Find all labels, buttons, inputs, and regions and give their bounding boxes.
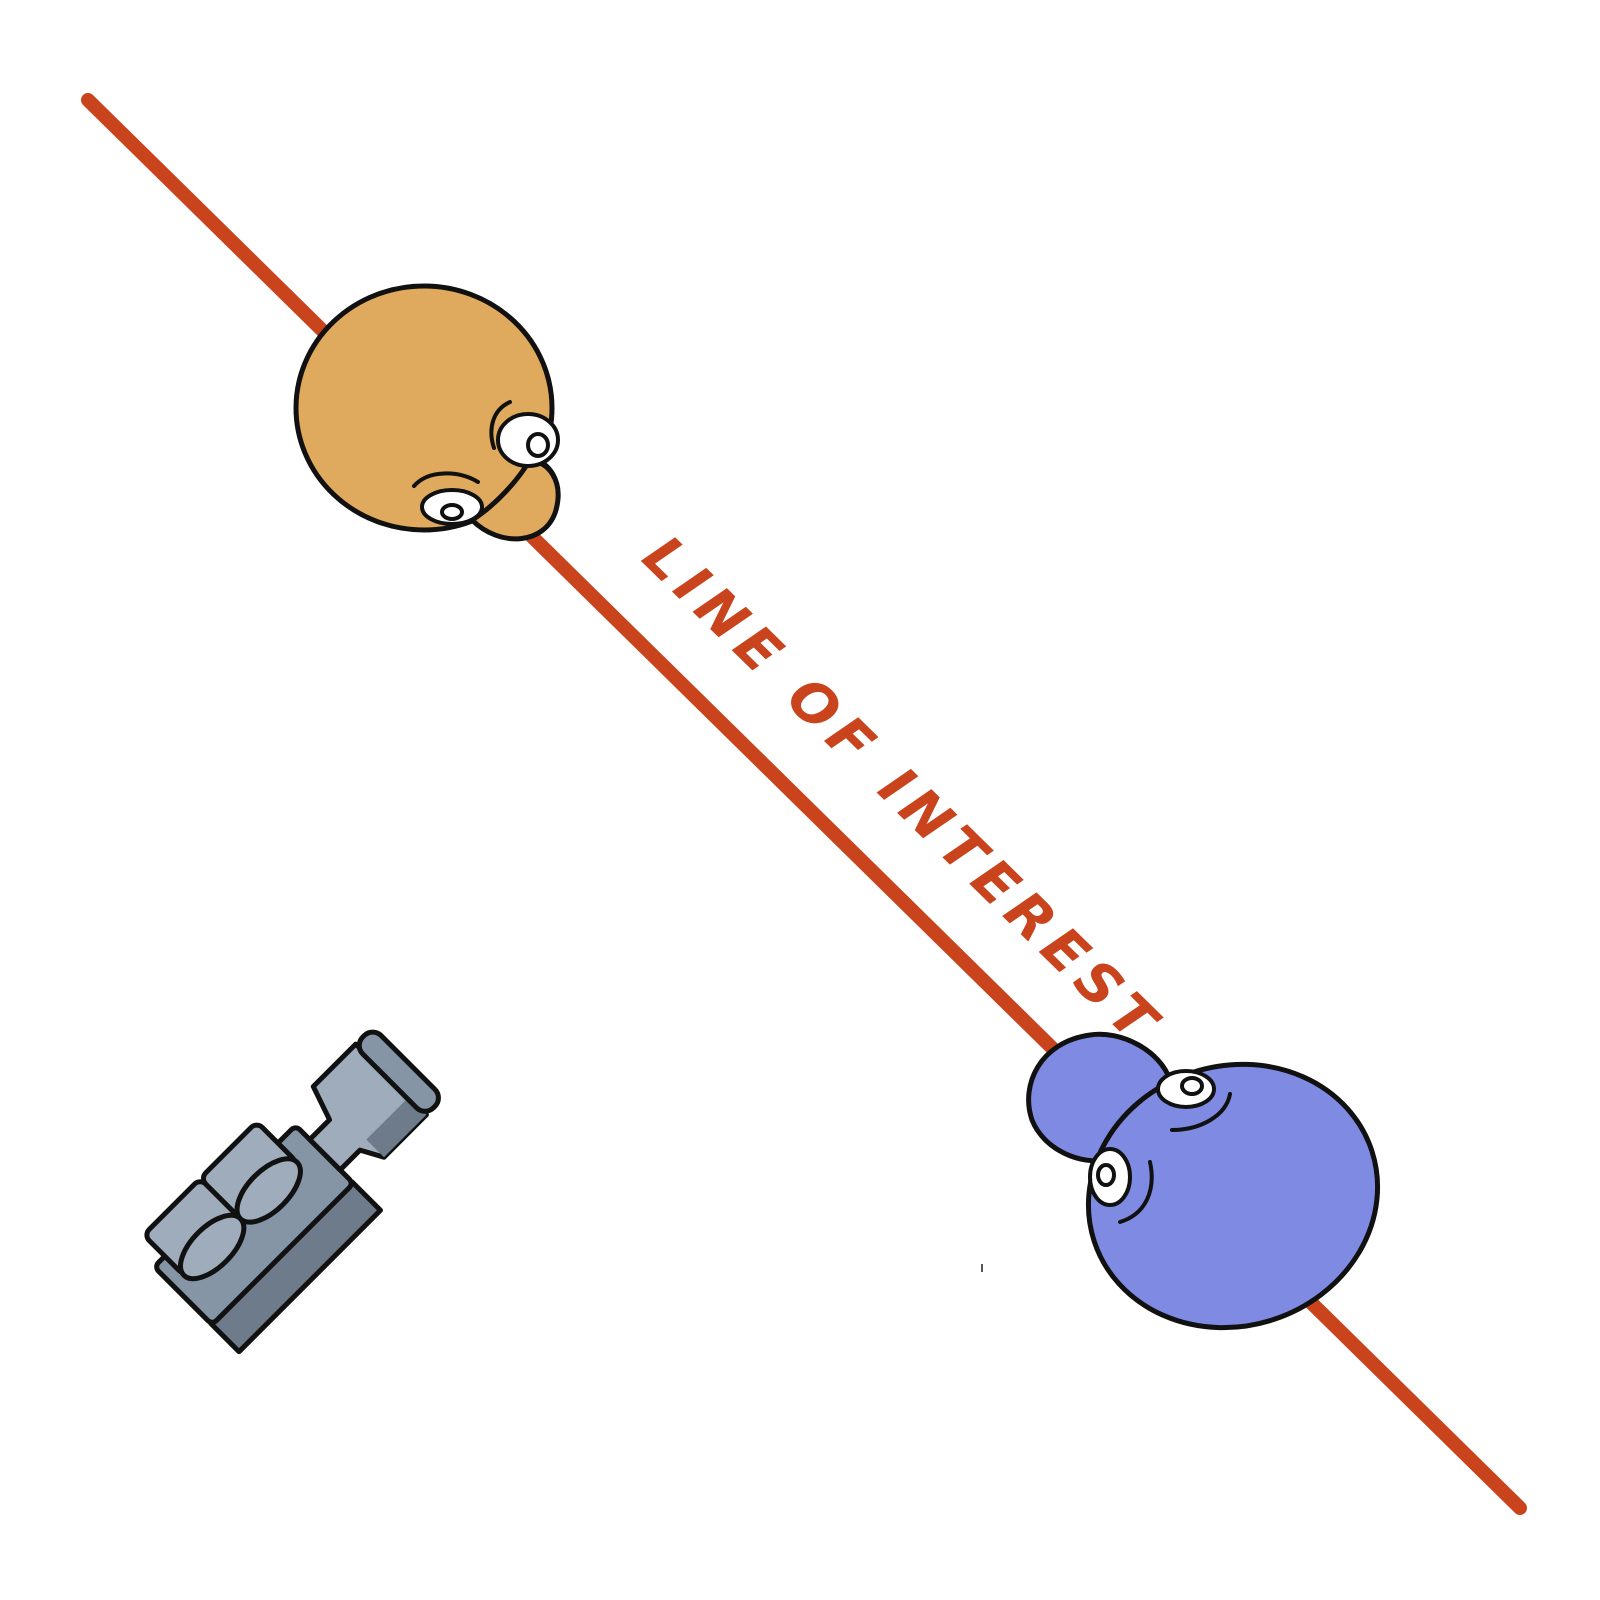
- blue-character: [1026, 1031, 1381, 1331]
- blue-character-nose: [1026, 1031, 1173, 1164]
- blue-character-eye-upper: [1156, 1069, 1232, 1132]
- camera-icon: [144, 1029, 441, 1355]
- line-of-interest-label: LINE OF INTEREST: [630, 524, 1174, 1060]
- orange-character: [293, 283, 561, 542]
- blue-character-eye-lower: [1088, 1147, 1154, 1224]
- orange-character-nose-front: [469, 457, 561, 542]
- orange-character-eye-upper: [489, 400, 560, 468]
- orange-character-eye-lower: [412, 471, 484, 526]
- orange-character-head: [293, 283, 555, 533]
